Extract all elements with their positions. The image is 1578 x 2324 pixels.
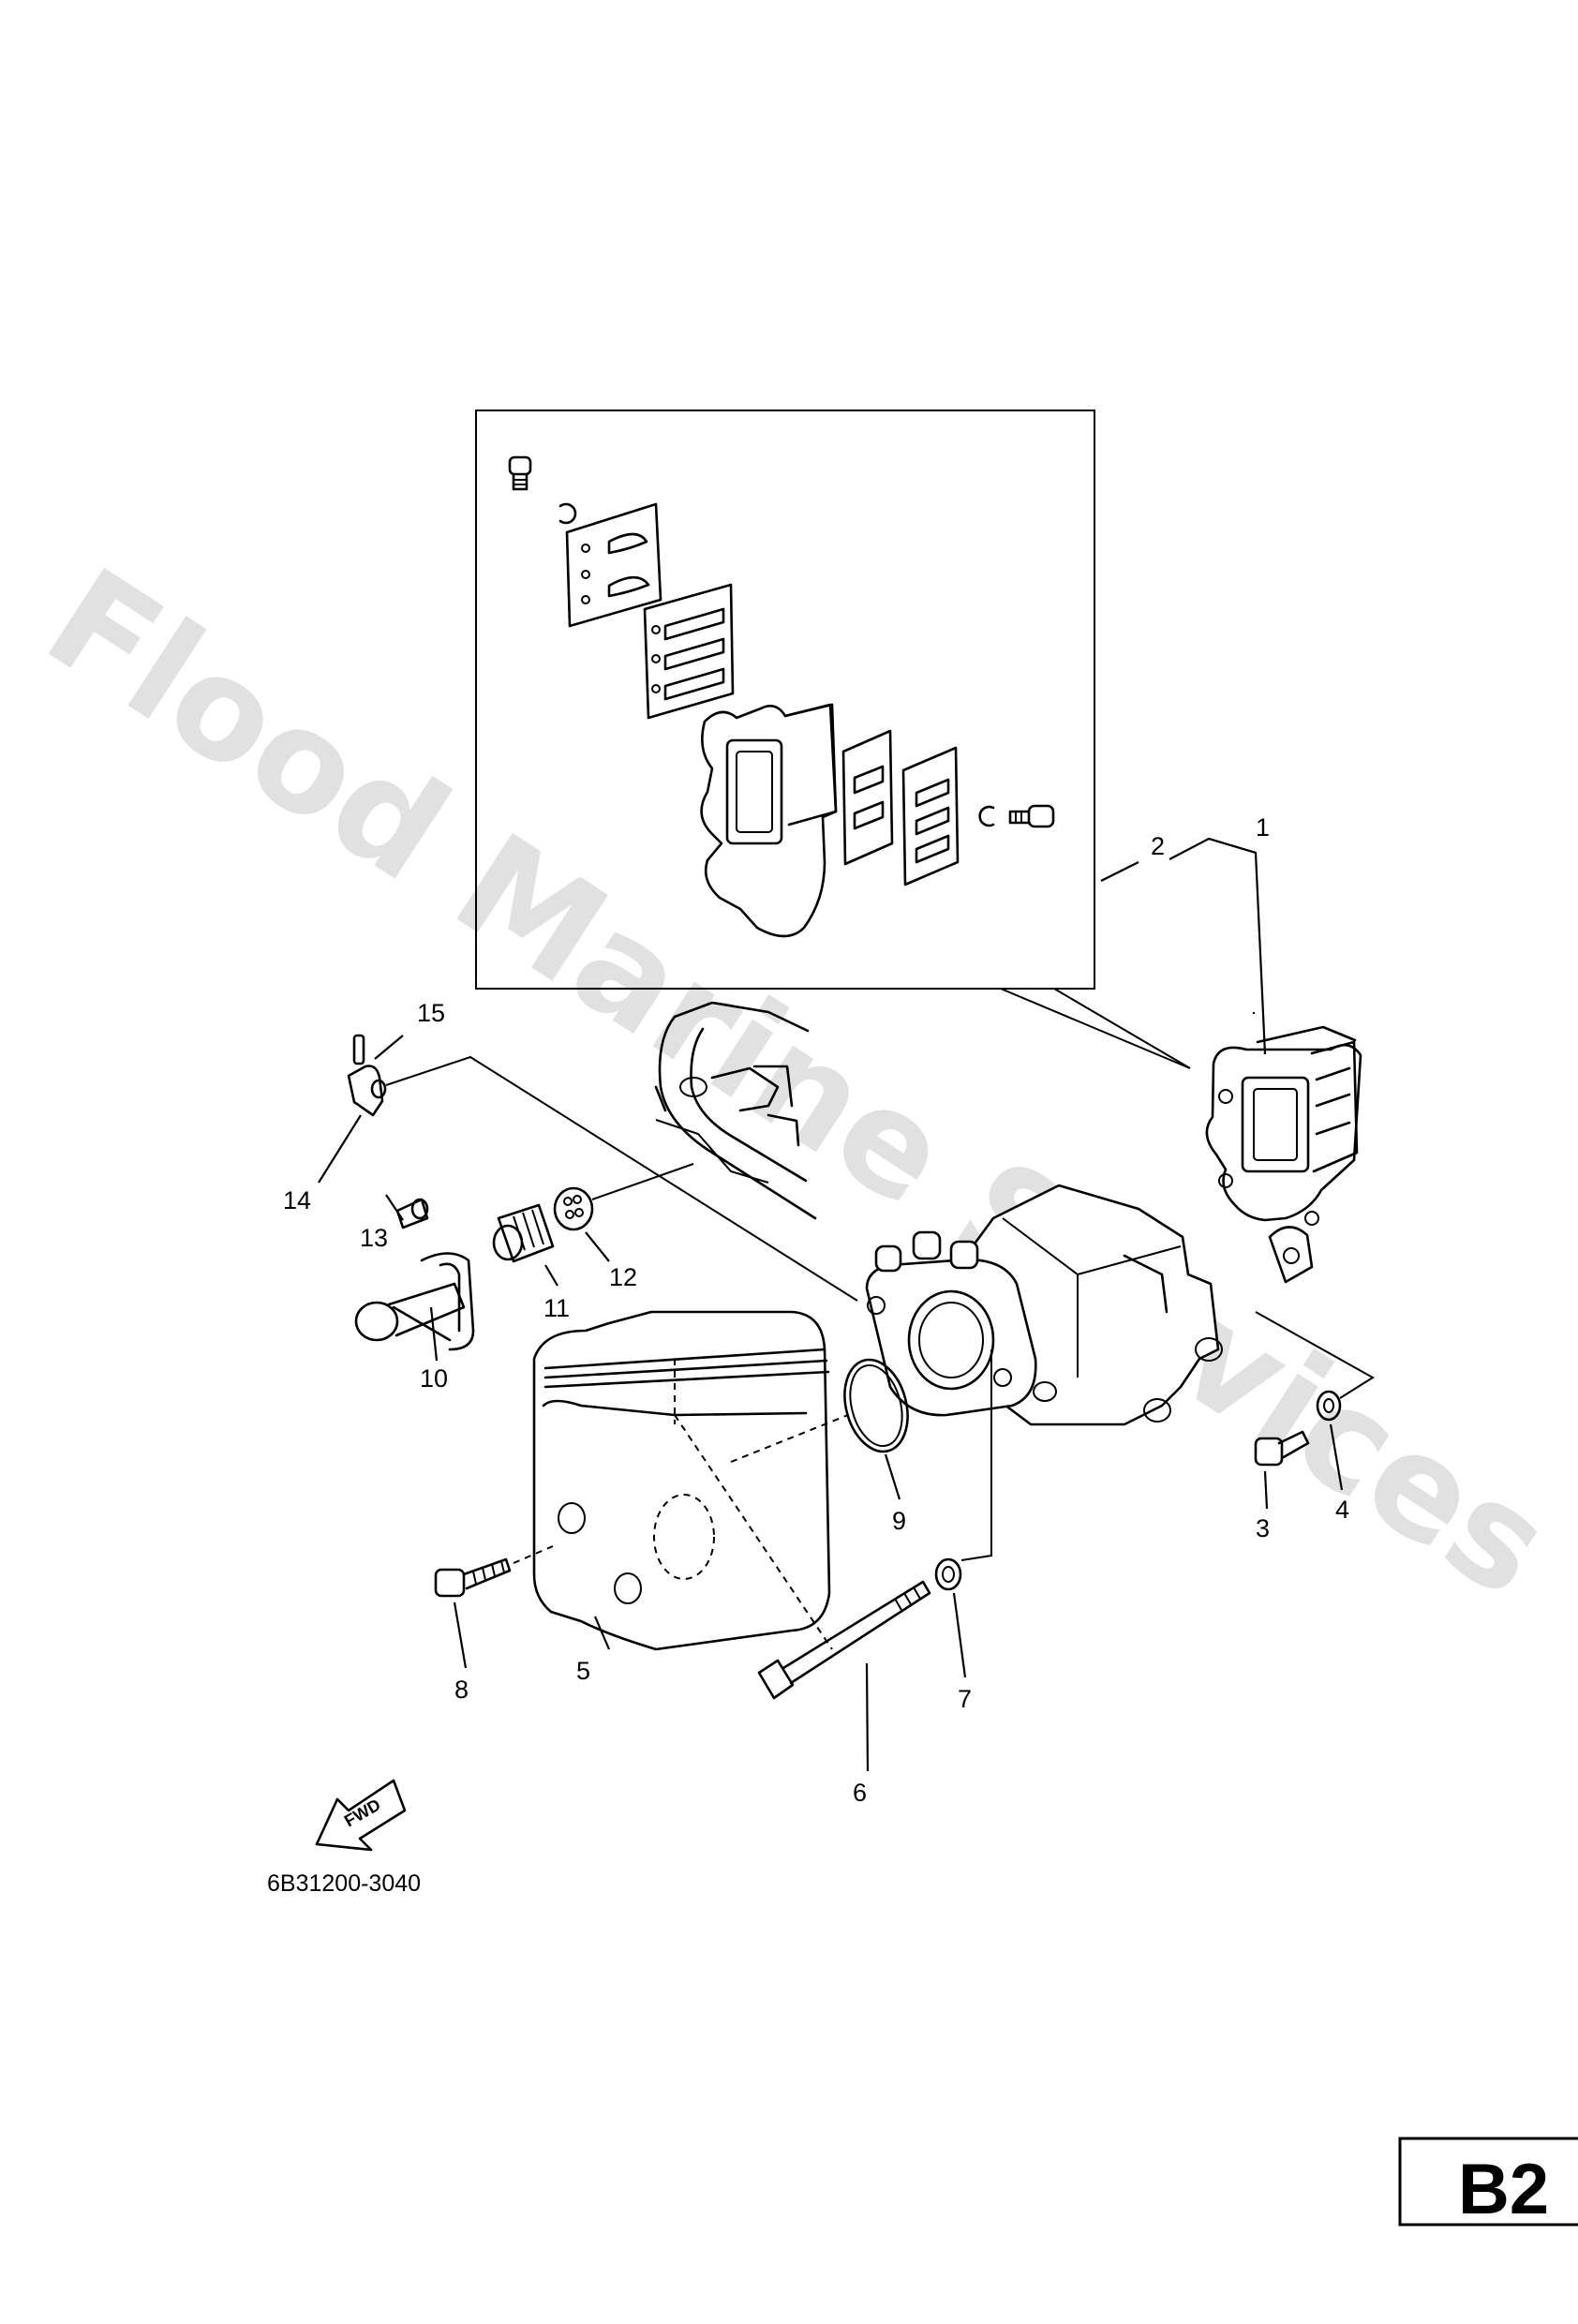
callout-7: 7 <box>958 1685 972 1713</box>
reed-screw-right-icon <box>1008 804 1055 828</box>
reed-stopper-icon <box>565 502 662 628</box>
callout-15: 15 <box>417 999 445 1027</box>
washer-guide <box>960 1349 992 1561</box>
o-ring-icon <box>843 1358 909 1453</box>
intake-flange-icon <box>865 1230 1037 1417</box>
reed-valve-detail-inset <box>475 410 1191 1069</box>
filter-icon <box>492 1203 555 1263</box>
plunger-icon <box>354 1282 466 1342</box>
reed-washer-icon <box>1316 1390 1342 1422</box>
reed-valve-assembly-icon <box>1205 1025 1362 1284</box>
o-ring-guide <box>730 1414 849 1463</box>
callout-10: 10 <box>420 1364 448 1393</box>
callout-1: 1 <box>1256 813 1270 842</box>
pin-icon <box>352 1034 365 1065</box>
inset-pointer <box>1000 988 1191 1069</box>
callout-13: 13 <box>360 1224 388 1252</box>
callout-9: 9 <box>892 1507 906 1535</box>
grommet-guide <box>591 1163 694 1200</box>
callout-4: 4 <box>1335 1496 1349 1524</box>
inset-frame <box>475 410 1095 990</box>
reed-bolt-icon <box>1254 1430 1310 1467</box>
washer-icon <box>934 1557 962 1591</box>
callout-12: 12 <box>609 1263 637 1291</box>
bolt3-guide <box>1255 1311 1375 1399</box>
clip-icon <box>558 502 577 525</box>
long-bolt-icon <box>757 1580 931 1700</box>
callout-2: 2 <box>1151 832 1165 860</box>
callout-3: 3 <box>1256 1514 1270 1542</box>
callout-8: 8 <box>454 1676 469 1704</box>
grommet-icon <box>553 1186 594 1231</box>
silencer-bolt-icon <box>434 1557 512 1598</box>
leader-lines <box>318 837 1344 1772</box>
hose-clamp-icon <box>395 1198 429 1229</box>
clip-right-icon <box>978 805 995 827</box>
callout-labels: 1 2 3 4 5 6 7 8 9 10 11 12 13 14 15 <box>283 813 1349 1807</box>
callout-14: 14 <box>283 1186 311 1214</box>
fitting-guide <box>385 1055 858 1302</box>
diagram-part-code: 6B31200-3040 <box>267 1870 421 1897</box>
elbow-fitting-icon <box>347 1065 387 1117</box>
intake-silencer-icon <box>532 1310 833 1651</box>
fwd-arrow-icon: FWD <box>315 1779 407 1852</box>
callout-5: 5 <box>576 1657 590 1685</box>
reed-body-icon <box>700 703 838 938</box>
page-id-box: B2 <box>1398 2137 1578 2229</box>
reed-petal-right-icon <box>901 746 960 886</box>
reed-petal-icon <box>643 583 735 720</box>
callout-11: 11 <box>543 1294 570 1322</box>
reed-stopper-right-icon <box>841 729 894 866</box>
crankcase-outline <box>654 1001 817 1220</box>
callout-6: 6 <box>853 1779 867 1807</box>
reed-screw-icon <box>508 455 532 491</box>
page-id: B2 <box>1458 2150 1549 2229</box>
